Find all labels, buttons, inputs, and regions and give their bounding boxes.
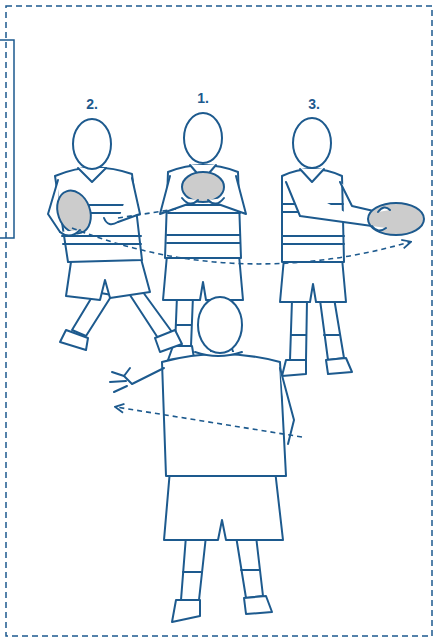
callout-number: 1. — [197, 90, 209, 106]
pass-line — [72, 228, 410, 264]
player-three — [280, 118, 424, 376]
run-line — [116, 407, 302, 437]
player-one — [160, 113, 246, 360]
player-two — [48, 119, 182, 352]
callout-number: 2. — [86, 96, 98, 112]
side-bracket — [0, 40, 14, 238]
receiving-player — [110, 297, 294, 622]
callout-number: 3. — [308, 96, 320, 112]
dashed-frame — [6, 6, 432, 636]
pass-line — [118, 209, 176, 218]
